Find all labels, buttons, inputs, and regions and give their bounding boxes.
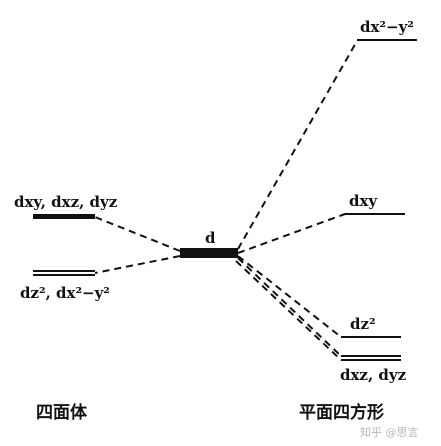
level-square-xz-yz-1: [341, 355, 401, 357]
level-square-xz-yz-2: [341, 359, 401, 361]
label-tetra-lower: dz², dx²−y²: [20, 284, 110, 302]
label-tetra-upper: dxy, dxz, dyz: [14, 193, 118, 211]
label-square-xz-yz: dxz, dyz: [340, 366, 407, 384]
label-center-d: d: [205, 229, 216, 247]
connector-center-square-xz-yz-b: [235, 260, 342, 361]
connector-center-square-x2y2: [237, 40, 358, 250]
connector-center-square-xz-yz-a: [237, 257, 342, 357]
connector-center-square-z2: [237, 255, 342, 338]
caption-square-planar: 平面四方形: [299, 403, 384, 423]
level-center-d: [180, 248, 238, 258]
connector-center-square-xy: [237, 213, 346, 254]
connector-center-tetra-lower: [94, 255, 181, 274]
level-tetra-lower-1: [33, 270, 95, 272]
label-square-z2: dz²: [350, 315, 376, 333]
level-square-x2y2: [357, 39, 417, 41]
connector-center-tetra-upper: [94, 216, 181, 252]
level-square-xy: [345, 213, 405, 215]
caption-tetrahedral: 四面体: [36, 403, 87, 423]
label-square-xy: dxy: [349, 192, 378, 210]
level-tetra-upper: [33, 214, 95, 219]
label-square-x2y2: dx²−y²: [360, 18, 414, 36]
level-tetra-lower-2: [33, 274, 95, 276]
watermark-text: 知乎 @思言: [360, 426, 419, 439]
level-square-z2: [341, 336, 401, 338]
